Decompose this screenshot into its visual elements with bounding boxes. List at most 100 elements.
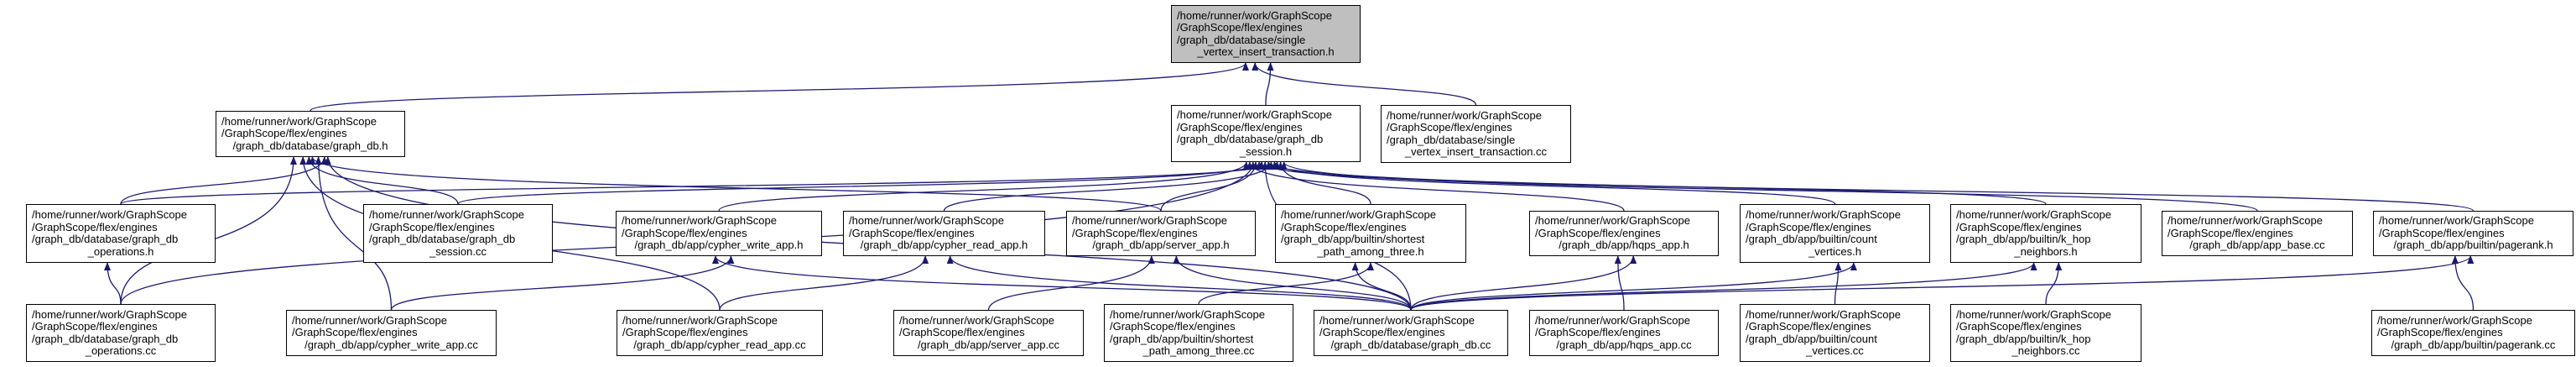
edge-khop_cc-to-khop_h: [2045, 262, 2063, 305]
node-hqps-h[interactable]: /home/runner/work/GraphScope/GraphScope/…: [1529, 211, 1719, 256]
edge-graph_db_cc-to-count_h: [1410, 262, 1857, 311]
node-app-base-cc[interactable]: /home/runner/work/GraphScope/GraphScope/…: [2162, 211, 2353, 256]
node-graph-db-h[interactable]: /home/runner/work/GraphScope/GraphScope/…: [216, 111, 405, 157]
node-label-line: /home/runner/work/GraphScope: [1956, 208, 2111, 221]
edge-graph_db_cc-to-khop_h: [1410, 262, 2037, 311]
node-label-line: /graph_db/app/cypher_write_app.h: [634, 239, 804, 252]
edge-pagerank_h-to-session_h: [1265, 161, 2475, 212]
node-label-line: _neighbors.h: [2014, 244, 2078, 258]
node-shortest-cc[interactable]: /home/runner/work/GraphScope/GraphScope/…: [1104, 304, 1293, 362]
edge-hqps_h-to-session_h: [1246, 161, 1625, 212]
node-khop-h[interactable]: /home/runner/work/GraphScope/GraphScope/…: [1950, 204, 2141, 263]
node-label-line: /graph_db/database/graph_db.h: [232, 139, 388, 152]
node-label-line: /home/runner/work/GraphScope: [1177, 108, 1332, 121]
node-label-line: _operations.h: [87, 244, 154, 258]
node-label-line: /GraphScope/flex/engines: [899, 326, 1025, 339]
node-label-line: /graph_db/app/builtin/count: [1746, 233, 1877, 245]
node-label-line: /GraphScope/flex/engines: [1956, 220, 2082, 233]
node-label-line: /GraphScope/flex/engines: [1281, 220, 1407, 233]
node-label-line: /GraphScope/flex/engines: [1746, 320, 1871, 333]
node-server-app-cc[interactable]: /home/runner/work/GraphScope/GraphScope/…: [893, 310, 1084, 356]
edge-session_cc-to-graph_db_h: [305, 156, 459, 205]
node-label-line: /home/runner/work/GraphScope: [849, 214, 1004, 228]
edge-operations_h-to-session_h: [120, 161, 1281, 205]
node-cypher-write-h[interactable]: /home/runner/work/GraphScope/GraphScope/…: [616, 211, 822, 256]
node-label-line: /GraphScope/flex/engines: [32, 320, 158, 333]
node-hqps-cc[interactable]: /home/runner/work/GraphScope/GraphScope/…: [1529, 310, 1719, 356]
node-label-line: /GraphScope/flex/engines: [2377, 326, 2503, 339]
node-operations-h[interactable]: /home/runner/work/GraphScope/GraphScope/…: [26, 204, 216, 263]
edge-graph_db_h-to-root: [310, 62, 1249, 112]
edge-count_h-to-session_h: [1271, 161, 1836, 205]
node-shortest-h[interactable]: /home/runner/work/GraphScope/GraphScope/…: [1275, 204, 1466, 263]
node-pagerank-h[interactable]: /home/runner/work/GraphScope/GraphScope/…: [2373, 211, 2573, 256]
node-label-line: _vertex_insert_transaction.cc: [1404, 145, 1548, 158]
node-label-line: _operations.cc: [85, 344, 157, 357]
node-label-line: _session.cc: [429, 244, 487, 258]
edge-pagerank_cc-to-pagerank_h: [2451, 255, 2475, 311]
node-label-line: /graph_db/app/builtin/count: [1746, 332, 1877, 345]
node-label-line: /graph_db/app/hqps_app.h: [1559, 239, 1689, 252]
node-label-line: /home/runner/work/GraphScope: [1387, 108, 1542, 122]
node-label-line: /home/runner/work/GraphScope: [1072, 214, 1227, 228]
node-cypher-read-cc[interactable]: /home/runner/work/GraphScope/GraphScope/…: [617, 310, 823, 356]
node-label-line: /GraphScope/flex/engines: [1387, 121, 1512, 134]
edge-graph_db_cc-to-hqps_h: [1410, 255, 1637, 311]
node-label-line: /graph_db/database/single: [1387, 133, 1516, 146]
node-label-line: /graph_db/app/server_app.cc: [917, 338, 1060, 351]
node-label-line: /home/runner/work/GraphScope: [1746, 307, 1901, 321]
node-label-line: /home/runner/work/GraphScope: [221, 114, 377, 128]
node-label-line: /home/runner/work/GraphScope: [1281, 208, 1436, 221]
edge-shortest_cc-to-shortest_h: [1198, 262, 1374, 305]
edge-operations_h-to-graph_db_h: [120, 156, 328, 205]
edge-cypher_read_h-to-session_h: [943, 161, 1275, 212]
edge-count_cc-to-count_h: [1834, 262, 1842, 305]
edge-svit_cc-to-root: [1252, 62, 1477, 106]
edge-cypher_write_cc-to-cypher_write_h: [390, 255, 735, 311]
edge-server_app_cc-to-server_app_h: [987, 255, 1155, 311]
node-graph-db-cc[interactable]: /home/runner/work/GraphScope/GraphScope/…: [1314, 310, 1508, 356]
node-label-line: /graph_db/app/hqps_app.cc: [1556, 338, 1692, 351]
node-label-line: /GraphScope/flex/engines: [2379, 226, 2505, 239]
node-server-app-h[interactable]: /home/runner/work/GraphScope/GraphScope/…: [1066, 211, 1256, 256]
node-cypher-write-cc[interactable]: /home/runner/work/GraphScope/GraphScope/…: [286, 310, 497, 356]
node-label-line: /graph_db/app/app_base.cc: [2189, 239, 2325, 252]
edge-khop_h-to-session_h: [1256, 161, 2047, 205]
edge-graph_db_cc-to-server_app_h: [1173, 255, 1412, 311]
node-label-line: /graph_db/database/graph_db: [1177, 133, 1324, 145]
node-label-line: /home/runner/work/GraphScope: [1535, 313, 1690, 327]
node-label-line: /GraphScope/flex/engines: [1110, 320, 1236, 333]
node-operations-cc[interactable]: /home/runner/work/GraphScope/GraphScope/…: [26, 304, 216, 362]
node-label-line: /home/runner/work/GraphScope: [622, 313, 778, 327]
node-label-line: /home/runner/work/GraphScope: [2167, 214, 2323, 228]
edge-operations_cc-to-operations_h: [104, 262, 122, 305]
node-label-line: /home/runner/work/GraphScope: [1746, 208, 1901, 221]
node-session-cc[interactable]: /home/runner/work/GraphScope/GraphScope/…: [363, 204, 553, 263]
node-label-line: /graph_db/app/cypher_read_app.h: [860, 239, 1028, 252]
edge-cypher_write_h-to-session_h: [718, 161, 1250, 212]
node-count-cc[interactable]: /home/runner/work/GraphScope/GraphScope/…: [1740, 304, 1930, 362]
edge-graph_db_cc-to-cypher_write_h: [712, 255, 1412, 311]
node-label-line: /graph_db/app/builtin/pagerank.h: [2393, 239, 2553, 252]
node-label-line: /home/runner/work/GraphScope: [1177, 8, 1332, 22]
node-label-line: /home/runner/work/GraphScope: [32, 307, 187, 321]
node-label-line: /graph_db/database/graph_db: [32, 233, 179, 245]
node-svit-cc[interactable]: /home/runner/work/GraphScope/GraphScope/…: [1381, 105, 1571, 163]
node-cypher-read-h[interactable]: /home/runner/work/GraphScope/GraphScope/…: [843, 211, 1045, 256]
edge-graph_db_cc-to-pagerank_h: [1410, 255, 2475, 311]
node-label-line: /graph_db/app/builtin/shortest: [1281, 233, 1425, 245]
node-khop-cc[interactable]: /home/runner/work/GraphScope/GraphScope/…: [1950, 304, 2141, 362]
node-label-line: /GraphScope/flex/engines: [1535, 326, 1661, 339]
node-label-line: /graph_db/database/single: [1177, 33, 1306, 46]
edge-graph_db_cc-to-shortest_h: [1351, 262, 1412, 311]
node-label-line: /graph_db/app/cypher_read_app.cc: [633, 338, 806, 351]
edge-server_app_h-to-graph_db_h: [309, 156, 1162, 212]
node-count-h[interactable]: /home/runner/work/GraphScope/GraphScope/…: [1740, 204, 1930, 263]
node-label-line: /GraphScope/flex/engines: [1746, 220, 1871, 233]
node-label-line: /graph_db/app/builtin/k_hop: [1956, 233, 2091, 245]
node-pagerank-cc[interactable]: /home/runner/work/GraphScope/GraphScope/…: [2371, 310, 2575, 356]
node-label-line: /graph_db/app/builtin/k_hop: [1956, 332, 2091, 345]
node-session-h[interactable]: /home/runner/work/GraphScope/GraphScope/…: [1171, 105, 1361, 162]
